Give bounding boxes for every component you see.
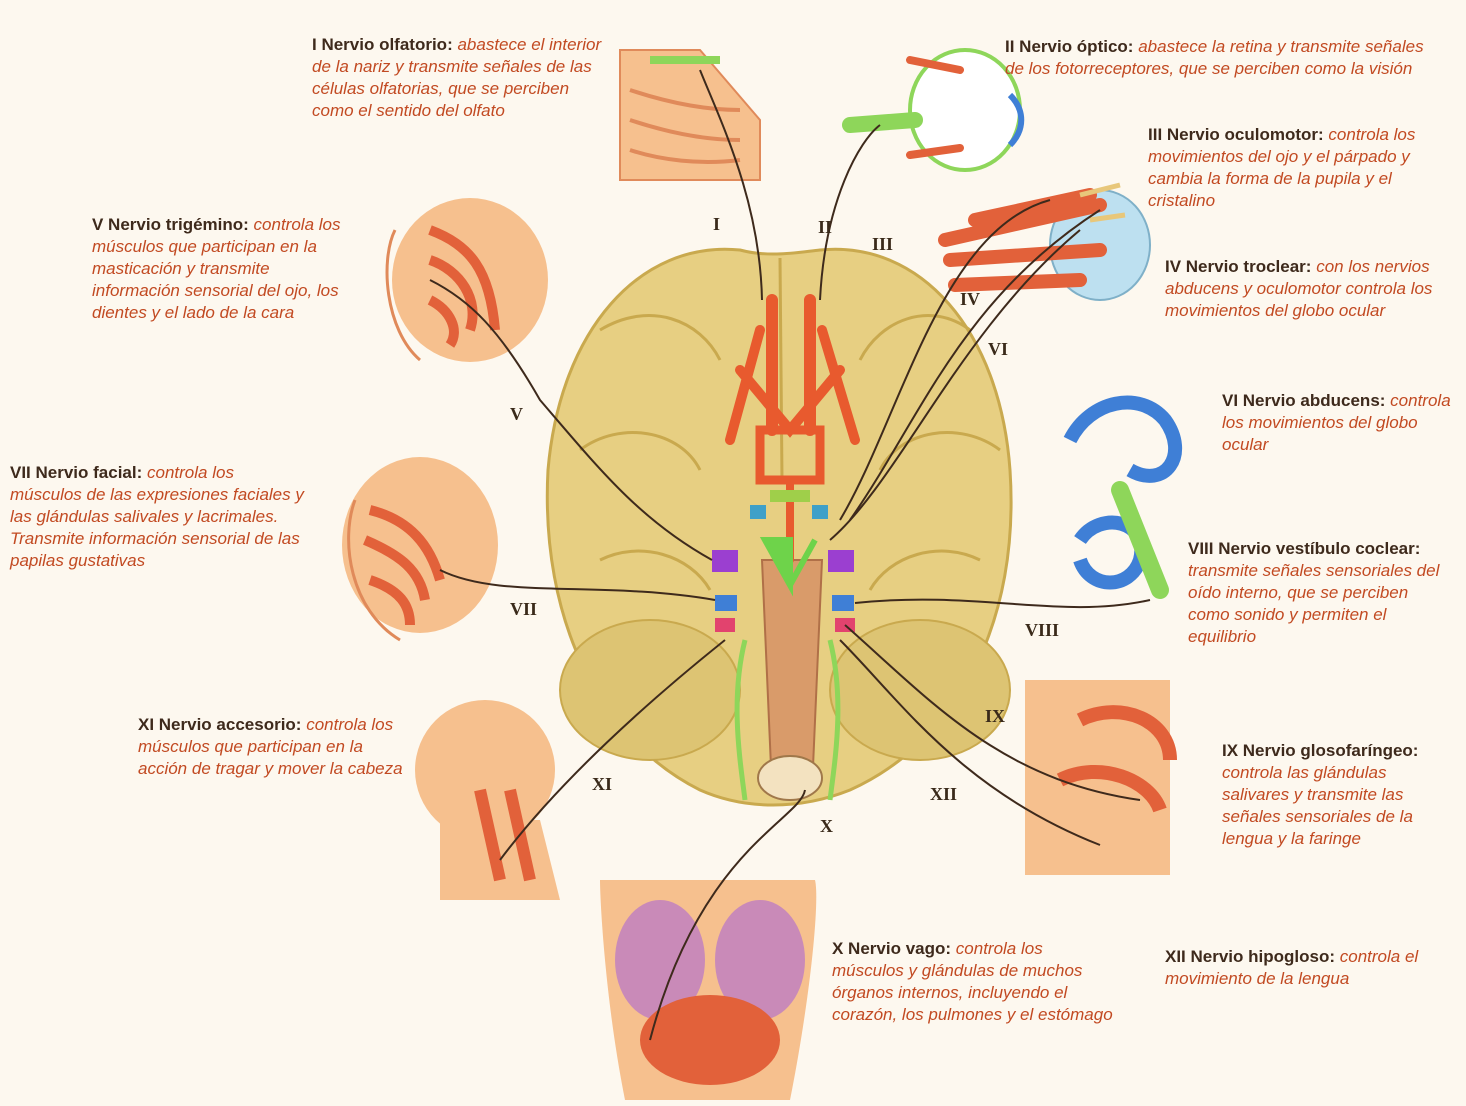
label-II: II [818, 217, 832, 237]
label-III: III [872, 234, 893, 254]
desc-I: I Nervio olfatorio: abastece el interior… [312, 34, 612, 122]
eye-illustration [850, 50, 1021, 170]
desc-XI: XI Nervio accesorio: controla los múscul… [138, 714, 408, 780]
label-VI: VI [988, 339, 1008, 359]
root-IX-left [715, 618, 735, 632]
root-V-right [828, 550, 854, 572]
desc-II: II Nervio óptico: abastece la retina y t… [1005, 36, 1445, 80]
head-VII-illustration [342, 457, 498, 640]
label-VII: VII [510, 599, 537, 619]
throat-illustration [1025, 680, 1170, 875]
label-VIII: VIII [1025, 620, 1059, 640]
ear-illustration [1070, 403, 1175, 590]
eye-muscles-illustration [945, 185, 1150, 300]
label-IX: IX [985, 706, 1005, 726]
desc-VI: VI Nervio abducens: controla los movimie… [1222, 390, 1452, 456]
desc-VII: VII Nervio facial: controla los músculos… [10, 462, 310, 572]
label-XI: XI [592, 774, 612, 794]
desc-VIII: VIII Nervio vestíbulo coclear: transmite… [1188, 538, 1448, 648]
label-I: I [713, 214, 720, 234]
desc-IX: IX Nervio glosofaríngeo: controla las gl… [1222, 740, 1442, 850]
root-VII-right [832, 595, 854, 611]
head-V-illustration [387, 198, 548, 362]
label-XII: XII [930, 784, 957, 804]
torso-illustration [600, 880, 816, 1100]
label-IV: IV [960, 289, 980, 309]
root-VII-left [715, 595, 737, 611]
desc-IV: IV Nervio troclear: con los nervios abdu… [1165, 256, 1450, 322]
nose-illustration [620, 50, 760, 180]
root-V-left [712, 550, 738, 572]
desc-X: X Nervio vago: controla los músculos y g… [832, 938, 1117, 1026]
label-V: V [510, 404, 523, 424]
desc-III: III Nervio oculomotor: controla los movi… [1148, 124, 1448, 212]
label-X: X [820, 816, 833, 836]
desc-XII: XII Nervio hipogloso: controla el movimi… [1165, 946, 1425, 990]
neck-illustration [415, 700, 560, 900]
desc-V: V Nervio trigémino: controla los músculo… [92, 214, 362, 324]
spinal-cord-section [758, 756, 822, 800]
